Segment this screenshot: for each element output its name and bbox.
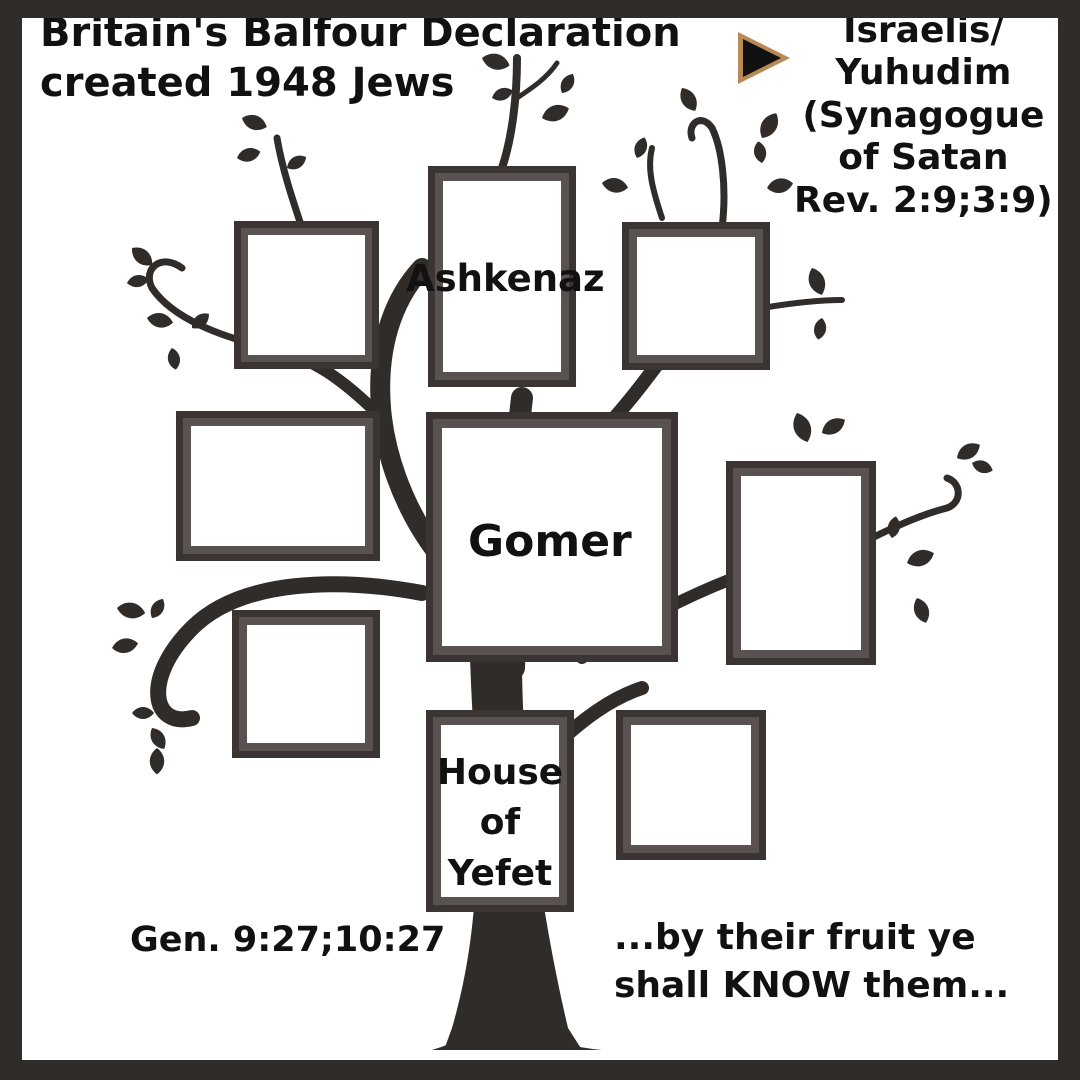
house-line-1: House bbox=[436, 752, 564, 793]
fruit-quote-line-2: shall KNOW them... bbox=[614, 964, 1010, 1006]
picture-frames bbox=[176, 166, 876, 912]
frame-top-left bbox=[234, 221, 379, 369]
headline-line-2: created 1948 Jews bbox=[40, 60, 455, 106]
right-caption-line-2: Yuhudim bbox=[835, 52, 1012, 94]
frame-mid-left bbox=[176, 411, 380, 561]
scripture-reference: Gen. 9:27;10:27 bbox=[130, 920, 446, 960]
right-caption-line-1: Israelis/ bbox=[843, 18, 1004, 51]
house-line-3: Yefet bbox=[447, 852, 553, 894]
frame-mid-right bbox=[726, 461, 876, 665]
node-gomer: Gomer bbox=[468, 516, 632, 567]
house-line-2: of bbox=[479, 802, 521, 844]
play-arrow-icon bbox=[738, 32, 790, 84]
right-caption: Israelis/ Yuhudim (Synagogue of Satan Re… bbox=[794, 18, 1053, 222]
frame-gomer bbox=[426, 412, 678, 662]
family-tree-graphic bbox=[110, 50, 995, 1050]
right-caption-line-3: (Synagogue bbox=[802, 94, 1045, 136]
right-caption-line-5: Rev. 2:9;3:9) bbox=[794, 179, 1053, 221]
headline: Britain's Balfour Declaration created 19… bbox=[40, 18, 681, 108]
fruit-quote-line-1: ...by their fruit ye bbox=[614, 917, 976, 958]
frame-low-left bbox=[232, 610, 380, 758]
node-house-of-yefet: House of Yefet bbox=[430, 748, 570, 899]
node-ashkenaz: Ashkenaz bbox=[406, 257, 605, 300]
frame-house bbox=[426, 710, 574, 912]
fruit-quote: ...by their fruit ye shall KNOW them... bbox=[614, 914, 1009, 1009]
frame-top-right bbox=[622, 222, 770, 370]
headline-line-1: Britain's Balfour Declaration bbox=[40, 18, 681, 56]
right-caption-line-4: of Satan bbox=[838, 137, 1009, 179]
frame-top-center bbox=[428, 166, 576, 387]
frame-low-right bbox=[616, 710, 766, 860]
diagram-canvas: Britain's Balfour Declaration created 19… bbox=[22, 18, 1058, 1060]
